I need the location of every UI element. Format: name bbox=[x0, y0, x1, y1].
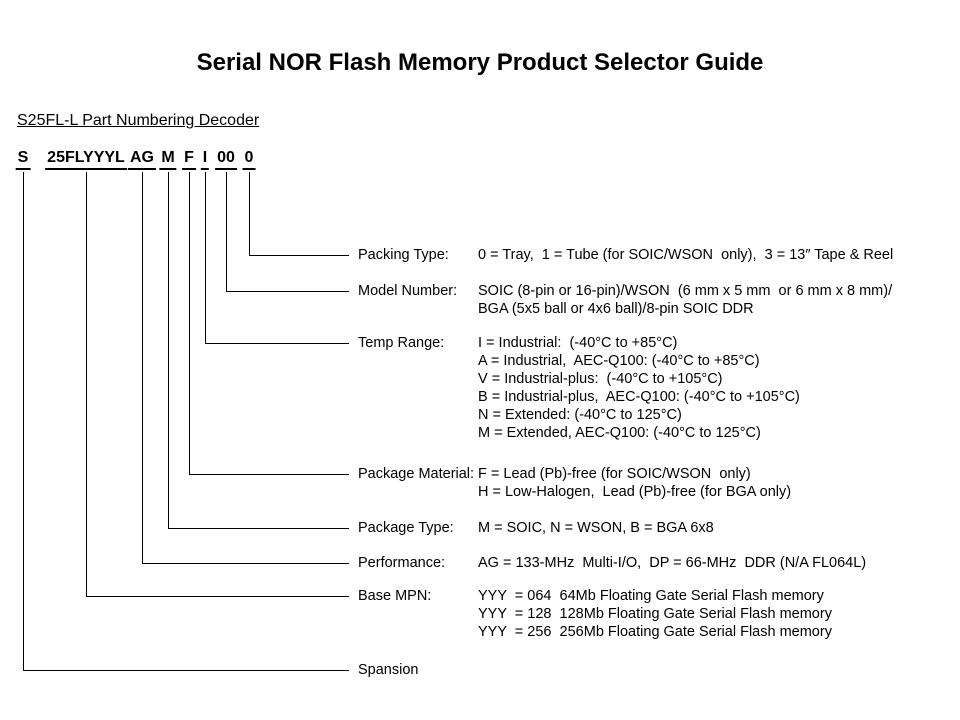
connector-temp-range-hline bbox=[205, 343, 349, 344]
connector-performance-hline bbox=[142, 563, 349, 564]
connector-packing-type-vline bbox=[249, 172, 250, 255]
row-lines: M = SOIC, N = WSON, B = BGA 6x8 bbox=[478, 519, 714, 537]
connector-spansion-vline bbox=[23, 172, 24, 670]
connector-spansion-hline bbox=[23, 670, 349, 671]
decoder-row-model-number: Model Number: SOIC (8-pin or 16-pin)/WSO… bbox=[358, 282, 892, 318]
row-label: Spansion bbox=[358, 662, 419, 678]
page-title: Serial NOR Flash Memory Product Selector… bbox=[196, 49, 764, 76]
connector-base-mpn-vline bbox=[86, 172, 87, 596]
connector-base-mpn-hline bbox=[86, 596, 349, 597]
row-label: Package Material: bbox=[358, 466, 475, 482]
decoder-row-performance: Performance: AG = 133-MHz Multi-I/O, DP … bbox=[358, 554, 866, 572]
connector-package-type-vline bbox=[168, 172, 169, 528]
connector-model-number-vline bbox=[226, 172, 227, 291]
row-line: I = Industrial: (-40°C to +85°C) bbox=[478, 335, 678, 351]
decoder-subtitle: S25FL-L Part Numbering Decoder bbox=[17, 112, 260, 129]
row-line: SOIC (8-pin or 16-pin)/WSON (6 mm x 5 mm… bbox=[478, 283, 893, 299]
row-lines: AG = 133-MHz Multi-I/O, DP = 66-MHz DDR … bbox=[478, 554, 866, 572]
row-line: YYY = 064 64Mb Floating Gate Serial Flas… bbox=[478, 588, 824, 604]
row-line: YYY = 256 256Mb Floating Gate Serial Fla… bbox=[478, 624, 832, 640]
row-line: H = Low-Halogen, Lead (Pb)-free (for BGA… bbox=[478, 484, 792, 500]
part-segment-spansion: S bbox=[15, 149, 31, 170]
row-lines: F = Lead (Pb)-free (for SOIC/WSON only) … bbox=[478, 465, 791, 501]
row-line: 0 = Tray, 1 = Tube (for SOIC/WSON only),… bbox=[478, 247, 894, 263]
row-line: F = Lead (Pb)-free (for SOIC/WSON only) bbox=[478, 466, 751, 482]
decoder-row-temp-range: Temp Range: I = Industrial: (-40°C to +8… bbox=[358, 334, 800, 442]
row-line: M = Extended, AEC-Q100: (-40°C to 125°C) bbox=[478, 425, 761, 441]
connector-package-material-vline bbox=[189, 172, 190, 474]
connector-package-type-hline bbox=[168, 528, 349, 529]
row-line: YYY = 128 128Mb Floating Gate Serial Fla… bbox=[478, 606, 832, 622]
row-lines: I = Industrial: (-40°C to +85°C) A = Ind… bbox=[478, 334, 800, 442]
row-line: V = Industrial-plus: (-40°C to +105°C) bbox=[478, 371, 723, 387]
row-label: Base MPN: bbox=[358, 588, 432, 604]
row-line: M = SOIC, N = WSON, B = BGA 6x8 bbox=[478, 520, 714, 536]
part-segment-package-material: F bbox=[182, 149, 196, 170]
part-segment-base-mpn: 25FLYYYL bbox=[45, 149, 127, 170]
row-lines: YYY = 064 64Mb Floating Gate Serial Flas… bbox=[478, 587, 832, 641]
row-lines: SOIC (8-pin or 16-pin)/WSON (6 mm x 5 mm… bbox=[478, 282, 892, 318]
row-line: B = Industrial-plus, AEC-Q100: (-40°C to… bbox=[478, 389, 800, 405]
part-segment-temp-range: I bbox=[200, 149, 210, 170]
row-line: N = Extended: (-40°C to 125°C) bbox=[478, 407, 682, 423]
decoder-row-package-material: Package Material: F = Lead (Pb)-free (fo… bbox=[358, 465, 791, 501]
connector-performance-vline bbox=[142, 172, 143, 563]
row-label: Packing Type: bbox=[358, 247, 449, 263]
row-lines: 0 = Tray, 1 = Tube (for SOIC/WSON only),… bbox=[478, 246, 893, 264]
row-label: Temp Range: bbox=[358, 335, 445, 351]
part-segment-package-type: M bbox=[159, 149, 177, 170]
row-line: BGA (5x5 ball or 4x6 ball)/8-pin SOIC DD… bbox=[478, 301, 754, 317]
connector-temp-range-vline bbox=[205, 172, 206, 343]
connector-model-number-hline bbox=[226, 291, 349, 292]
row-line: A = Industrial, AEC-Q100: (-40°C to +85°… bbox=[478, 353, 760, 369]
decoder-row-spansion: Spansion bbox=[358, 661, 478, 679]
row-line: AG = 133-MHz Multi-I/O, DP = 66-MHz DDR … bbox=[478, 555, 867, 571]
part-segment-packing-type: 0 bbox=[242, 149, 256, 170]
row-label: Performance: bbox=[358, 555, 446, 571]
row-label: Model Number: bbox=[358, 283, 458, 299]
row-label: Package Type: bbox=[358, 520, 454, 536]
part-segment-performance: AG bbox=[128, 149, 156, 170]
decoder-row-base-mpn: Base MPN: YYY = 064 64Mb Floating Gate S… bbox=[358, 587, 832, 641]
connector-packing-type-hline bbox=[249, 255, 349, 256]
decoder-row-packing-type: Packing Type: 0 = Tray, 1 = Tube (for SO… bbox=[358, 246, 893, 264]
connector-package-material-hline bbox=[189, 474, 349, 475]
part-segment-model-number: 00 bbox=[215, 149, 237, 170]
decoder-row-package-type: Package Type: M = SOIC, N = WSON, B = BG… bbox=[358, 519, 714, 537]
